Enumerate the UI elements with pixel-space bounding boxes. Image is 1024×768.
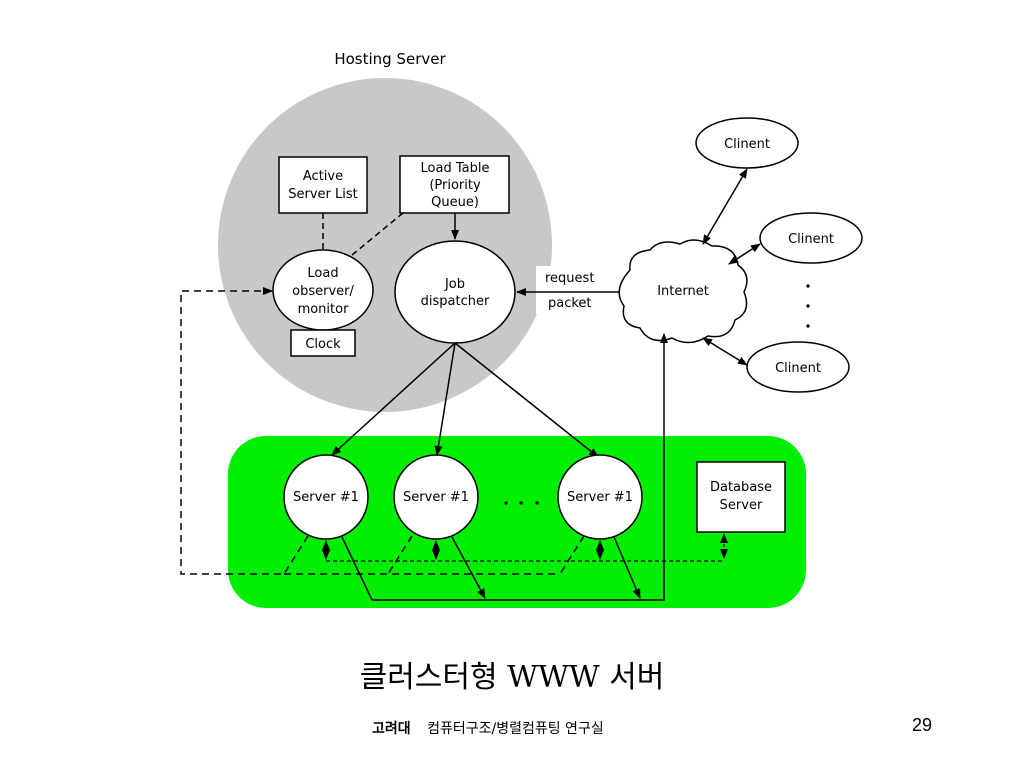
- job-dispatcher-node: [394, 240, 516, 344]
- packet-label: packet: [548, 296, 592, 311]
- database-server-box: [696, 461, 786, 533]
- hosting-server-title: Hosting Server: [334, 50, 446, 68]
- page-number: 29: [912, 715, 933, 735]
- client-node-1: [695, 117, 799, 169]
- footer-lab: 컴퓨터구조/병렬컴퓨팅 연구실: [427, 721, 604, 737]
- server-label-2: Server #1: [403, 490, 469, 505]
- client-node-3: [746, 341, 850, 393]
- slide-caption: 클러스터형 WWW 서버: [359, 660, 665, 695]
- load-table-line1: Load Table: [421, 161, 490, 176]
- internet-cloud: [618, 239, 748, 344]
- load-table-line2: (Priority: [429, 178, 481, 193]
- client-label-1: Clinent: [724, 137, 770, 152]
- client-node-2: [759, 212, 863, 264]
- client-label-2: Clinent: [788, 232, 834, 247]
- server-cluster-region: [228, 436, 806, 608]
- server-node-3: [557, 454, 643, 540]
- job-dispatcher-line1: Job: [444, 277, 465, 292]
- client-label-3: Clinent: [775, 361, 821, 376]
- footer: 고려대 컴퓨터구조/병렬컴퓨팅 연구실: [372, 718, 604, 738]
- database-server-line1: Database: [710, 480, 772, 495]
- database-server-line2: Server: [720, 498, 763, 513]
- load-observer-line1: Load: [307, 266, 338, 281]
- load-observer-line2: observer/: [292, 284, 354, 299]
- internet-label: Internet: [657, 284, 709, 299]
- load-observer-line3: monitor: [298, 302, 350, 317]
- server-node-2: [393, 454, 479, 540]
- clock-box: [290, 329, 356, 357]
- load-table-line3: Queue): [431, 195, 479, 210]
- active-server-list-line2: Server List: [288, 187, 358, 202]
- hosting-server-region: [218, 78, 552, 412]
- job-dispatcher-line2: dispatcher: [421, 294, 490, 309]
- load-table-box: [399, 155, 510, 214]
- server-label-3: Server #1: [567, 490, 633, 505]
- active-server-list-box: [278, 156, 368, 214]
- server-node-1: [283, 454, 369, 540]
- server-label-1: Server #1: [293, 490, 359, 505]
- request-label: request: [545, 271, 594, 286]
- active-server-list-line1: Active: [303, 169, 343, 184]
- footer-org: 고려대: [372, 721, 411, 737]
- request-packet-label-bg: [536, 266, 606, 314]
- clock-label: Clock: [305, 337, 341, 352]
